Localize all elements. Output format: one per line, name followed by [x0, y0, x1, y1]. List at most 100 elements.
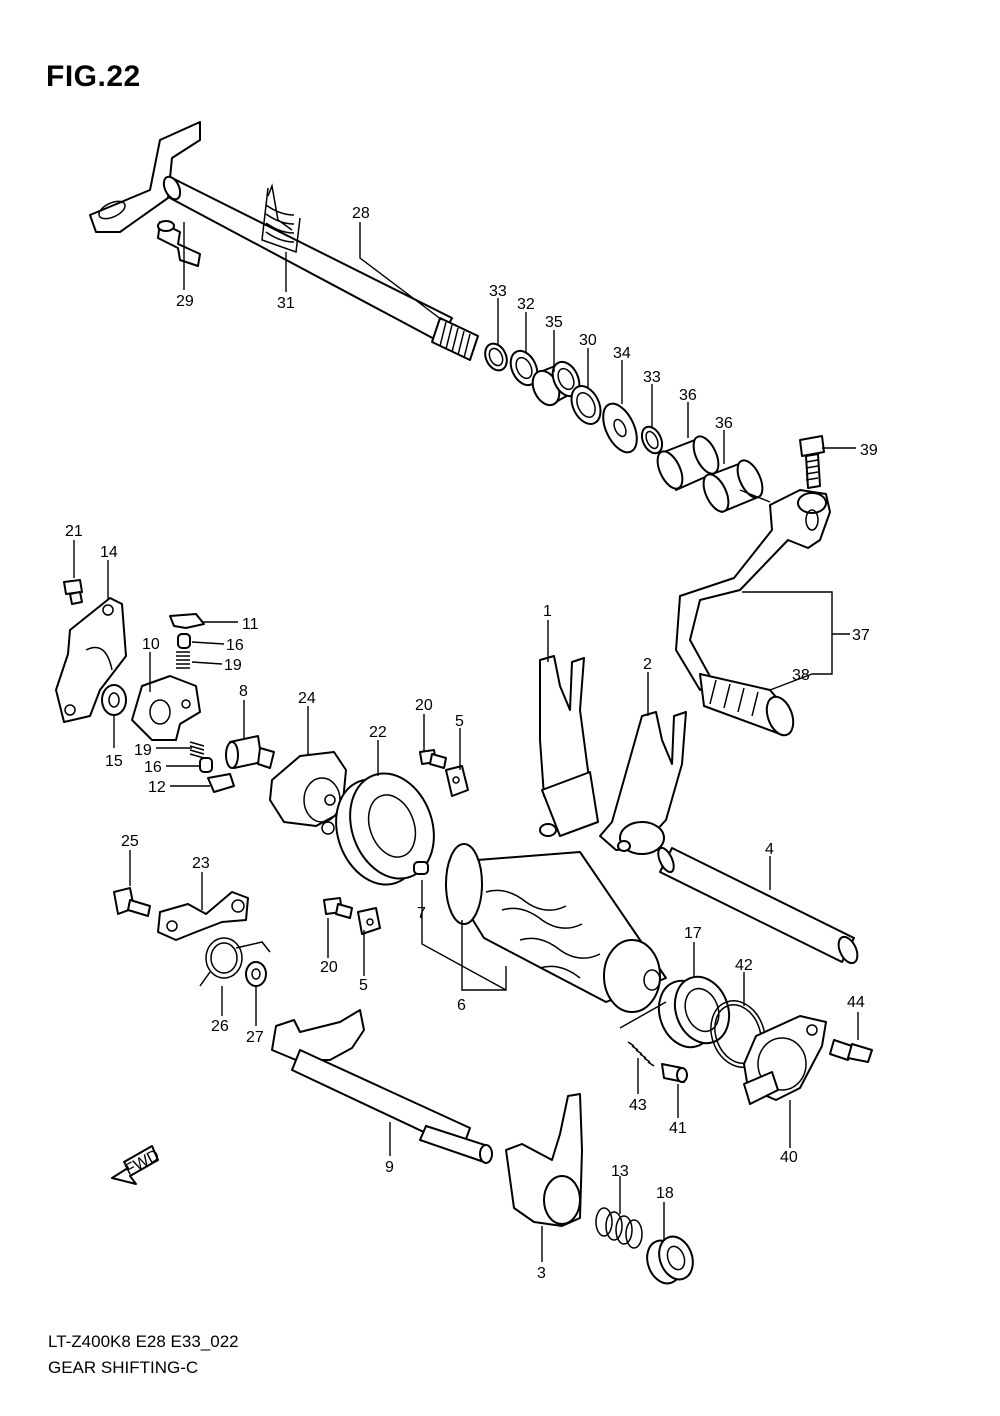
callout-7: 7: [417, 905, 426, 922]
callout-29: 29: [176, 293, 194, 310]
callout-24: 24: [298, 690, 316, 707]
callout-16: 16: [144, 759, 162, 776]
washer-5b: [357, 907, 381, 935]
callout-20: 20: [415, 697, 433, 714]
callout-9: 9: [385, 1159, 394, 1176]
callout-12: 12: [148, 779, 166, 796]
cam-gear-24: [269, 751, 347, 835]
bolt-25: [113, 887, 151, 917]
callout-35: 35: [545, 314, 563, 331]
callout-1: 1: [543, 603, 552, 620]
bolt-39: [799, 435, 825, 489]
pawl-11: [169, 613, 205, 629]
screw-20a: [419, 749, 447, 769]
gearshift-cam-6: [445, 843, 667, 1013]
center-line: [739, 489, 771, 503]
callout-33: 33: [643, 369, 661, 386]
washer-15: [101, 684, 127, 716]
return-spring-31: [261, 183, 301, 254]
callout-8: 8: [239, 683, 248, 700]
pin-7: [413, 861, 429, 875]
spring-19b: [189, 741, 205, 759]
circlip-33a: [484, 342, 508, 372]
callout-40: 40: [780, 1149, 798, 1166]
callout-37: 37: [852, 627, 870, 644]
cam-guide-8: [225, 735, 275, 769]
pin-16b: [199, 757, 213, 773]
washer-27: [245, 961, 267, 987]
callout-33: 33: [489, 283, 507, 300]
spring-26: [199, 937, 271, 987]
callout-31: 31: [277, 295, 295, 312]
callout-16: 16: [226, 637, 244, 654]
bolt-44: [829, 1039, 873, 1063]
spring-13: [595, 1207, 643, 1249]
pawl-lifter-10: [131, 675, 201, 741]
callout-28: 28: [352, 205, 370, 222]
callout-5: 5: [359, 977, 368, 994]
shift-fork-1: [539, 655, 599, 837]
callout-15: 15: [105, 753, 123, 770]
callout-19: 19: [134, 742, 152, 759]
callout-22: 22: [369, 724, 387, 741]
spring-19a: [176, 651, 190, 669]
callout-39: 39: [860, 442, 878, 459]
callout-32: 32: [517, 296, 535, 313]
oil-seal-18: [646, 1235, 694, 1285]
callout-34: 34: [613, 345, 631, 362]
callout-27: 27: [246, 1029, 264, 1046]
leader-lines: [73, 222, 859, 1262]
callout-43: 43: [629, 1097, 647, 1114]
callout-18: 18: [656, 1185, 674, 1202]
callout-6: 6: [457, 997, 466, 1014]
callout-21: 21: [65, 523, 83, 540]
washer-32: [509, 349, 539, 387]
callout-25: 25: [121, 833, 139, 850]
footrest-rubber-38: [699, 673, 795, 737]
callout-20: 20: [320, 959, 338, 976]
gearshift-lever-37: [675, 489, 831, 691]
plunger-41: [661, 1063, 688, 1083]
callout-10: 10: [142, 636, 160, 653]
washer-5a: [445, 765, 469, 797]
callout-26: 26: [211, 1018, 229, 1035]
callout-labels: 28 29 31 33 32 35 30 34 33 36 36 39 21 1…: [65, 205, 878, 1282]
pawl-12: [207, 773, 235, 793]
callout-14: 14: [100, 544, 118, 561]
cover-40: [743, 1015, 827, 1105]
diagram-name: GEAR SHIFTING-C: [48, 1358, 199, 1377]
pin-29: [157, 220, 201, 267]
screw-20b: [323, 897, 353, 919]
diagram-code: LT-Z400K8 E28 E33_022: [48, 1332, 239, 1351]
callout-2: 2: [643, 656, 652, 673]
callout-4: 4: [765, 841, 774, 858]
callout-38: 38: [792, 667, 810, 684]
callout-36: 36: [715, 415, 733, 432]
stopper-plate-14: [55, 597, 127, 723]
oil-seal-30: [570, 385, 602, 425]
screw-21: [63, 579, 83, 605]
callout-23: 23: [192, 855, 210, 872]
callout-11: 11: [242, 616, 259, 633]
callout-41: 41: [669, 1120, 687, 1137]
gearshift-shaft: [89, 121, 479, 361]
callout-17: 17: [684, 925, 702, 942]
stopper-arm-23: [157, 891, 249, 941]
callout-36: 36: [679, 387, 697, 404]
bush-36b: [702, 459, 764, 513]
callout-13: 13: [611, 1163, 629, 1180]
shift-fork-2: [599, 711, 687, 855]
callout-3: 3: [537, 1265, 546, 1282]
callout-44: 44: [847, 994, 865, 1011]
washer-34: [602, 402, 638, 454]
gearshift-shaft-9: [271, 1009, 493, 1164]
callout-30: 30: [579, 332, 597, 349]
fwd-arrow-icon: FWD: [111, 1145, 162, 1185]
callout-5: 5: [455, 713, 464, 730]
circlip-33b: [640, 425, 664, 455]
callout-19: 19: [224, 657, 242, 674]
callout-42: 42: [735, 957, 753, 974]
pin-16a: [177, 633, 191, 649]
fork-shaft-4: [657, 846, 859, 965]
